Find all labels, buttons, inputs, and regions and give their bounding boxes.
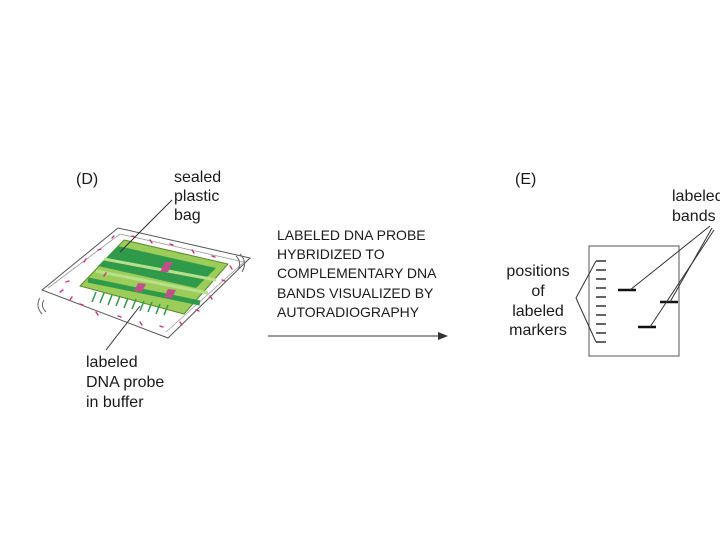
- caption-line-1: LABELED DNA PROBE: [277, 227, 426, 243]
- labeled-bands: [618, 288, 678, 329]
- markers-label-line-1: positions: [506, 263, 570, 280]
- markers-label-line-3: labeled: [512, 303, 564, 320]
- bands-label-line-1: labeled: [672, 188, 720, 205]
- process-arrow: [268, 332, 448, 340]
- bands-callout-lines: [629, 225, 715, 328]
- caption-line-5: AUTORADIOGRAPHY: [277, 304, 420, 320]
- gel-lanes: [87, 246, 217, 306]
- probe-label-line-2: DNA probe: [86, 374, 165, 391]
- caption-line-4: BANDS VISUALIZED BY: [277, 285, 434, 301]
- panel-d-letter: (D): [76, 171, 99, 188]
- hybridized-bands: [134, 262, 176, 298]
- markers-label-line-4: markers: [509, 322, 567, 339]
- marker-ladder: [596, 260, 606, 343]
- probe-dots: [59, 235, 233, 328]
- callout-lines: [105, 199, 173, 351]
- marker-lane-ticks: [91, 291, 169, 316]
- panel-e-letter: (E): [515, 171, 537, 188]
- bag-label-line-3: bag: [174, 207, 201, 224]
- bag-label-line-1: sealed: [174, 169, 222, 186]
- caption-line-2: HYBRIDIZED TO: [277, 246, 385, 262]
- markers-label-line-2: of: [531, 283, 545, 300]
- probe-label-line-3: in buffer: [86, 394, 144, 411]
- bag-label-line-2: plastic: [174, 188, 220, 205]
- probe-label-line-1: labeled: [86, 354, 138, 371]
- markers-bracket: [575, 260, 597, 343]
- caption-line-3: COMPLEMENTARY DNA: [277, 265, 437, 281]
- bands-label-line-2: bands: [672, 208, 716, 225]
